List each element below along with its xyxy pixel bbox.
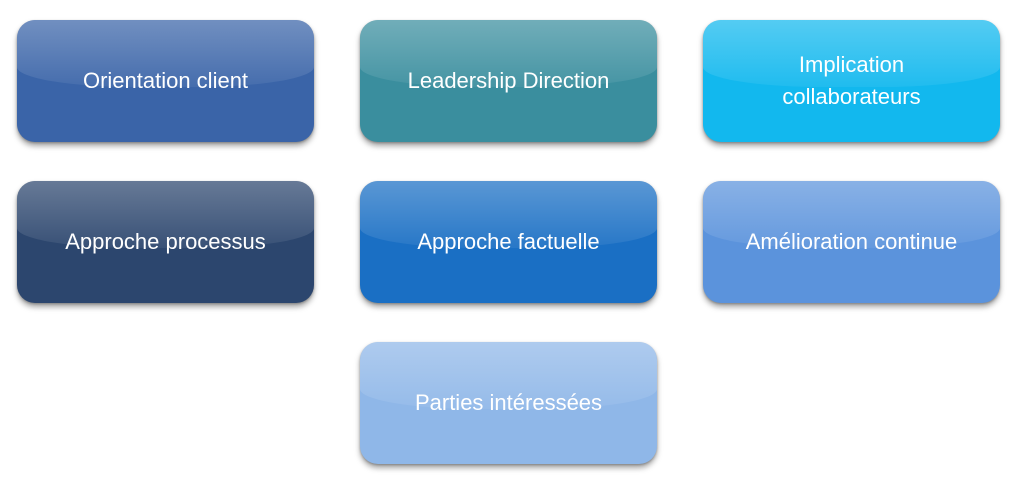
box-amelioration-continue: Amélioration continue xyxy=(703,181,1000,303)
box-implication-collaborateurs: Implication collaborateurs xyxy=(703,20,1000,142)
box-leadership-direction: Leadership Direction xyxy=(360,20,657,142)
box-parties-interessees: Parties intéressées xyxy=(360,342,657,464)
box-approche-processus: Approche processus xyxy=(17,181,314,303)
box-label: Amélioration continue xyxy=(745,229,958,254)
box-label: Leadership Direction xyxy=(407,68,610,93)
box-orientation-client: Orientation client xyxy=(17,20,314,142)
box-label: Orientation client xyxy=(82,68,249,93)
box-label: Implication collaborateurs xyxy=(782,52,921,109)
box-label: Approche processus xyxy=(65,229,266,254)
box-approche-factuelle: Approche factuelle xyxy=(360,181,657,303)
box-label: Parties intéressées xyxy=(414,390,603,415)
box-label: Approche factuelle xyxy=(417,229,600,254)
